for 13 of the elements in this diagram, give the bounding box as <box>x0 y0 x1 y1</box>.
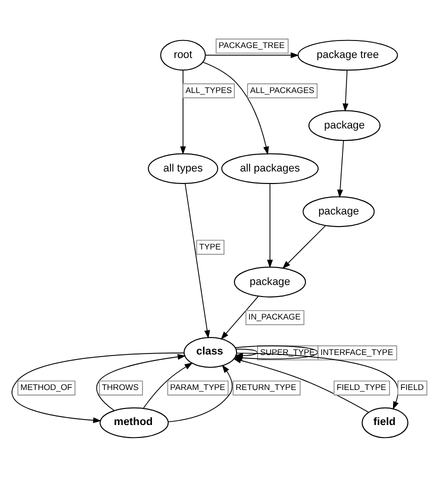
edge-label: METHOD_OF <box>20 383 72 392</box>
edge-label: PACKAGE_TREE <box>218 41 285 50</box>
edge-label: THROWS <box>102 383 139 392</box>
edge-label: ALL_PACKAGES <box>250 86 314 95</box>
edge-label: FIELD <box>400 383 424 392</box>
edge-label: SUPER_TYPE <box>260 348 315 357</box>
edge-label: PARAM_TYPE <box>170 383 226 392</box>
edge-label: ALL_TYPES <box>186 86 232 95</box>
edge-label: INTERFACE_TYPE <box>320 348 394 357</box>
edge-label: IN_PACKAGE <box>248 312 301 322</box>
edge-label: FIELD_TYPE <box>336 383 386 392</box>
edge-label: TYPE <box>199 242 221 252</box>
edge-label: RETURN_TYPE <box>236 383 296 392</box>
